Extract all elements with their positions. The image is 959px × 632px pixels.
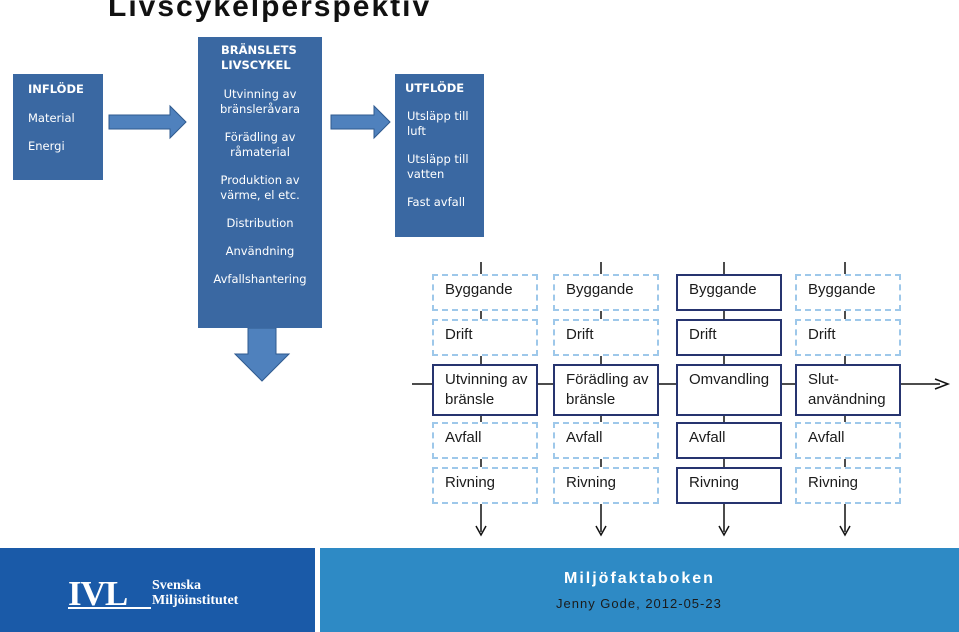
utflode-item: Fast avfall <box>407 195 466 209</box>
inflode-box: INFLÖDE Material Energi <box>13 74 103 180</box>
bransle-item: Produktion av <box>220 173 300 187</box>
logo-line-2: Miljöinstitutet <box>152 593 239 608</box>
utflode-item: Utsläpp till <box>407 109 469 123</box>
stage-4-rivning: Rivning <box>795 467 901 504</box>
utflode-item: Utsläpp till <box>407 152 469 166</box>
utflode-item: vatten <box>407 167 445 181</box>
footer-left-panel <box>0 548 315 632</box>
stage-4-drift: Drift <box>795 319 901 356</box>
stage-2-rivning: Rivning <box>553 467 659 504</box>
stage-3-drift: Drift <box>676 319 782 356</box>
stage-4-avfall: Avfall <box>795 422 901 459</box>
footer-right-panel <box>320 548 959 632</box>
stage-2-drift: Drift <box>553 319 659 356</box>
footer-bar <box>0 548 959 632</box>
stage-3-avfall: Avfall <box>676 422 782 459</box>
footer-title: Miljöfaktaboken <box>564 570 715 587</box>
arrow-bransle-down <box>233 327 291 382</box>
utflode-box: UTFLÖDE Utsläpp till luft Utsläpp till v… <box>395 74 484 237</box>
bransle-livscykel-box: BRÄNSLETS LIVSCYKEL Utvinning av bränsle… <box>198 37 322 328</box>
stage-1-drift: Drift <box>432 319 538 356</box>
arrow-bransle-to-utflode <box>330 104 391 140</box>
stage-2-avfall: Avfall <box>553 422 659 459</box>
stage-1-byggande: Byggande <box>432 274 538 311</box>
inflode-item-energi: Energi <box>28 139 65 153</box>
utflode-header: UTFLÖDE <box>405 81 465 95</box>
stage-3-main: Omvandling <box>676 364 782 416</box>
logo-line-1: Svenska <box>152 578 202 593</box>
footer-subtitle: Jenny Gode, 2012-05-23 <box>556 596 722 611</box>
bransle-item: värme, el etc. <box>220 188 300 202</box>
bransle-header-1: BRÄNSLETS <box>221 43 297 57</box>
stage-2-byggande: Byggande <box>553 274 659 311</box>
inflode-header: INFLÖDE <box>28 82 84 96</box>
chain-axis-arrowhead <box>934 378 951 390</box>
bransle-item: Avfallshantering <box>213 272 307 286</box>
bransle-item: bränsleråvara <box>219 102 301 116</box>
stage-4-main: Slut-användning <box>795 364 901 416</box>
bransle-item: råmaterial <box>230 145 290 159</box>
stage-3-rivning: Rivning <box>676 467 782 504</box>
bransle-item: Förädling av <box>224 130 296 144</box>
bransle-item: Distribution <box>226 216 294 230</box>
bransle-item: Användning <box>225 244 295 258</box>
page-title: Livscykelperspektiv <box>108 0 432 23</box>
bransle-header-2: LIVSCYKEL <box>221 58 291 72</box>
utflode-item: luft <box>407 124 426 138</box>
arrow-inflode-to-bransle <box>108 104 187 140</box>
stage-1-rivning: Rivning <box>432 467 538 504</box>
logo-mark: IVL <box>68 574 128 613</box>
bransle-item: Utvinning av <box>223 87 297 101</box>
stage-3-byggande: Byggande <box>676 274 782 311</box>
inflode-item-material: Material <box>28 111 75 125</box>
stage-4-byggande: Byggande <box>795 274 901 311</box>
stage-1-avfall: Avfall <box>432 422 538 459</box>
